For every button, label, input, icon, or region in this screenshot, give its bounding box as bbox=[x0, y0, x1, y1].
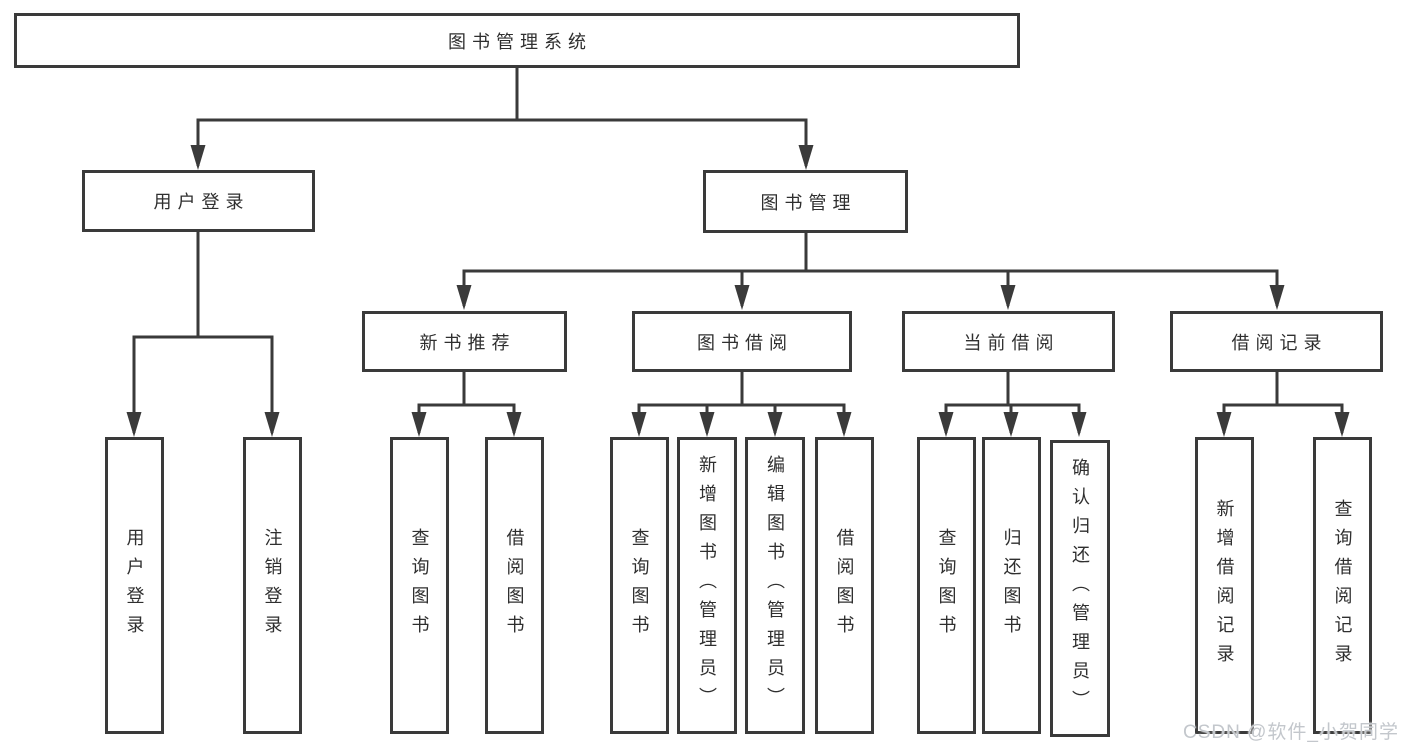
leaf-borrow-books-recommend: 借阅图书 bbox=[485, 437, 544, 734]
leaf-query-books-recommend-label: 查询图书 bbox=[409, 527, 430, 644]
leaf-logout-label: 注销登录 bbox=[262, 527, 283, 644]
leaf-edit-books-admin: 编辑图书（管理员） bbox=[745, 437, 805, 734]
leaf-query-books-recommend: 查询图书 bbox=[390, 437, 449, 734]
leaf-user-login-label: 用户登录 bbox=[124, 527, 145, 644]
node-borrow-records: 借阅记录 bbox=[1170, 311, 1383, 372]
leaf-borrow-books-recommend-label: 借阅图书 bbox=[504, 527, 525, 644]
leaf-confirm-return-admin-label: 确认归还（管理员） bbox=[1070, 458, 1090, 719]
leaf-query-books-borrow: 查询图书 bbox=[610, 437, 669, 734]
leaf-add-borrow-record-label: 新增借阅记录 bbox=[1214, 498, 1235, 673]
leaf-return-books-label: 归还图书 bbox=[1001, 527, 1022, 644]
leaf-borrow-books: 借阅图书 bbox=[815, 437, 874, 734]
node-book-management: 图书管理 bbox=[703, 170, 908, 233]
leaf-user-login: 用户登录 bbox=[105, 437, 164, 734]
node-root: 图书管理系统 bbox=[14, 13, 1020, 68]
node-current-borrow: 当前借阅 bbox=[902, 311, 1115, 372]
leaf-query-borrow-record: 查询借阅记录 bbox=[1313, 437, 1372, 734]
leaf-query-books-current: 查询图书 bbox=[917, 437, 976, 734]
node-user-login: 用户登录 bbox=[82, 170, 315, 232]
leaf-query-books-borrow-label: 查询图书 bbox=[629, 527, 650, 644]
leaf-add-books-admin: 新增图书（管理员） bbox=[677, 437, 737, 734]
leaf-edit-books-admin-label: 编辑图书（管理员） bbox=[765, 455, 785, 716]
watermark: CSDN @软件_小贺同学 bbox=[1183, 722, 1399, 743]
leaf-logout: 注销登录 bbox=[243, 437, 302, 734]
leaf-add-borrow-record: 新增借阅记录 bbox=[1195, 437, 1254, 734]
node-book-borrow: 图书借阅 bbox=[632, 311, 852, 372]
node-new-book-recommend: 新书推荐 bbox=[362, 311, 567, 372]
leaf-add-books-admin-label: 新增图书（管理员） bbox=[697, 455, 717, 716]
leaf-return-books: 归还图书 bbox=[982, 437, 1041, 734]
leaf-borrow-books-label: 借阅图书 bbox=[834, 527, 855, 644]
leaf-query-books-current-label: 查询图书 bbox=[936, 527, 957, 644]
leaf-confirm-return-admin: 确认归还（管理员） bbox=[1050, 440, 1110, 737]
leaf-query-borrow-record-label: 查询借阅记录 bbox=[1332, 498, 1353, 673]
